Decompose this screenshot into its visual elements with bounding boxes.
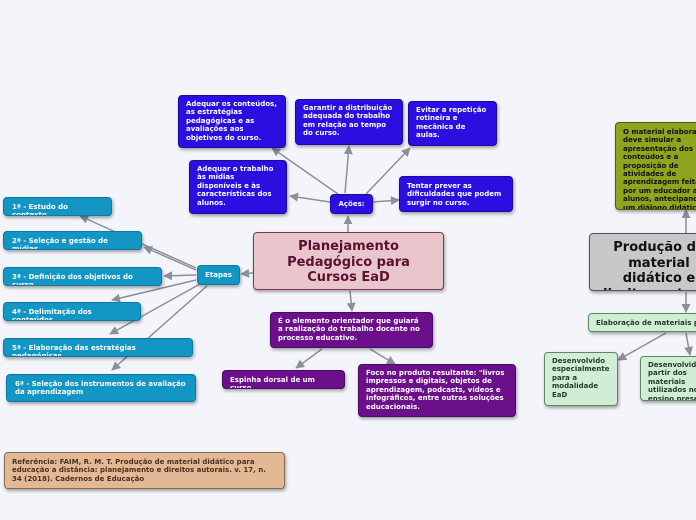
central-topic[interactable]: Planejamento Pedagógico para Cursos EaD (253, 232, 444, 290)
producao-description-node[interactable]: O material elaborado deve simular a apre… (615, 122, 696, 210)
elaboracao-materiais-node[interactable]: Elaboração de materiais para EaD (588, 313, 696, 332)
step-2[interactable]: 2ª - Seleção e gestão de mídias (3, 231, 142, 250)
action-distribuicao-trabalho[interactable]: Garantir a distribuição adequada do trab… (295, 99, 403, 145)
action-adequar-midias[interactable]: Adequar o trabalho às mídias disponíveis… (189, 160, 287, 214)
step-3[interactable]: 3ª - Definição dos objetivos do curso (3, 267, 162, 286)
producao-topic[interactable]: Produção de material didático e direitos… (589, 233, 696, 291)
foco-produto-node[interactable]: Foco no produto resultante: "livros impr… (358, 364, 516, 417)
reference-note: Referência: FAIM, R. M. T. Produção de m… (4, 452, 285, 489)
step-6[interactable]: 6ª - Seleção dos instrumentos de avaliaç… (6, 374, 196, 402)
step-1[interactable]: 1ª - Estudo do contexto (3, 197, 112, 216)
action-prever-dificuldades[interactable]: Tentar prever as dificuldades que podem … (399, 176, 513, 212)
orientador-node[interactable]: É o elemento orientador que guiará a rea… (270, 312, 433, 348)
material-presencial-node[interactable]: Desenvolvido a partir dos materiais util… (640, 356, 696, 401)
espinha-dorsal-node[interactable]: Espinha dorsal de um curso (222, 370, 345, 389)
action-evitar-repeticao[interactable]: Evitar a repetição rotineira e mecânica … (408, 101, 497, 146)
step-4[interactable]: 4ª - Delimitação dos conteúdos (3, 302, 141, 321)
action-adequar-conteudos[interactable]: Adequar os conteúdos, as estratégias ped… (178, 95, 286, 148)
step-5[interactable]: 5ª - Elaboração das estratégias pedagógi… (3, 338, 193, 357)
material-especial-ead-node[interactable]: Desenvolvido especialmente para a modali… (544, 352, 618, 406)
etapas-node[interactable]: Etapas (197, 265, 240, 285)
acoes-node[interactable]: Ações: (330, 194, 373, 214)
